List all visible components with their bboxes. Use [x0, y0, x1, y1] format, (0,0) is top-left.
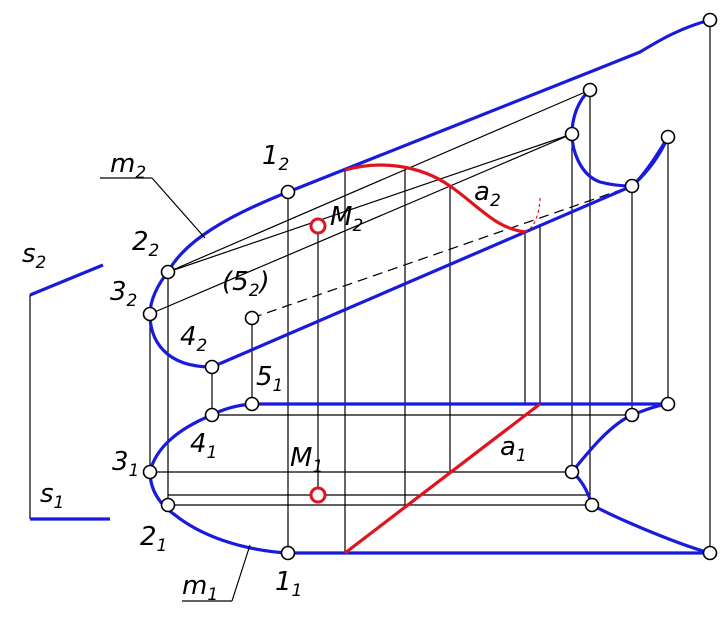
generator-upper-3 — [149, 133, 573, 315]
label-a2: a2 — [474, 177, 501, 211]
label-point-4-1: 41 — [190, 429, 217, 463]
label-point-5-1: 51 — [256, 362, 283, 396]
label-M2: M2 — [330, 202, 363, 236]
curve-m1-outer — [148, 471, 710, 555]
point-2-2 — [160, 264, 176, 280]
curve-right-bottom — [570, 470, 711, 555]
label-point-4-2: 42 — [180, 322, 207, 356]
line-a1 — [344, 402, 541, 555]
point-5-1 — [244, 396, 260, 412]
point-4-1 — [204, 407, 220, 423]
point-right-3 — [624, 178, 640, 194]
generator-upper-2 — [167, 89, 591, 273]
point-4-2 — [204, 359, 220, 375]
label-s1: s1 — [40, 479, 64, 513]
label-point-1-2: 12 — [262, 141, 289, 175]
label-point-3-2: 32 — [110, 277, 137, 311]
point-1-1 — [280, 545, 296, 561]
m1-leader — [231, 544, 251, 602]
point-5-2 — [244, 310, 260, 326]
curve-a2 — [344, 163, 526, 234]
point-3-1 — [142, 464, 158, 480]
curve-m2-outer — [148, 18, 711, 315]
label-point-5-2: (52) — [222, 267, 270, 301]
point-M2 — [309, 217, 327, 235]
point-2-1 — [160, 497, 176, 513]
curve-a2-hidden — [524, 195, 541, 233]
label-m2: m2 — [110, 149, 146, 183]
curve-right-bottom-2 — [570, 402, 669, 474]
point-right-2 — [660, 129, 676, 145]
point-top-right — [702, 12, 718, 28]
label-s2: s2 — [22, 239, 46, 273]
label-m1: m1 — [182, 571, 218, 605]
point-1-2 — [280, 184, 296, 200]
generator-upper-5-hidden — [251, 185, 633, 319]
point-bottom-right — [702, 545, 718, 561]
label-point-2-1: 21 — [140, 522, 167, 556]
point-right-lower-3 — [564, 464, 580, 480]
s2-line — [29, 263, 104, 297]
m2-leader — [151, 177, 206, 239]
label-a1: a1 — [500, 432, 527, 466]
curve-right-top — [570, 88, 633, 188]
point-right-lower-2 — [624, 407, 640, 423]
point-right-mid — [564, 126, 580, 142]
label-M1: M1 — [290, 443, 323, 477]
point-right-upper — [582, 82, 598, 98]
label-point-3-1: 31 — [112, 447, 139, 481]
point-right-lower-4 — [584, 497, 600, 513]
label-point-1-1: 11 — [275, 567, 302, 601]
generator-upper-2b — [167, 133, 573, 273]
point-3-2 — [142, 306, 158, 322]
point-right-lower-1 — [660, 396, 676, 412]
label-point-2-2: 22 — [132, 227, 159, 261]
point-M1 — [309, 486, 327, 504]
